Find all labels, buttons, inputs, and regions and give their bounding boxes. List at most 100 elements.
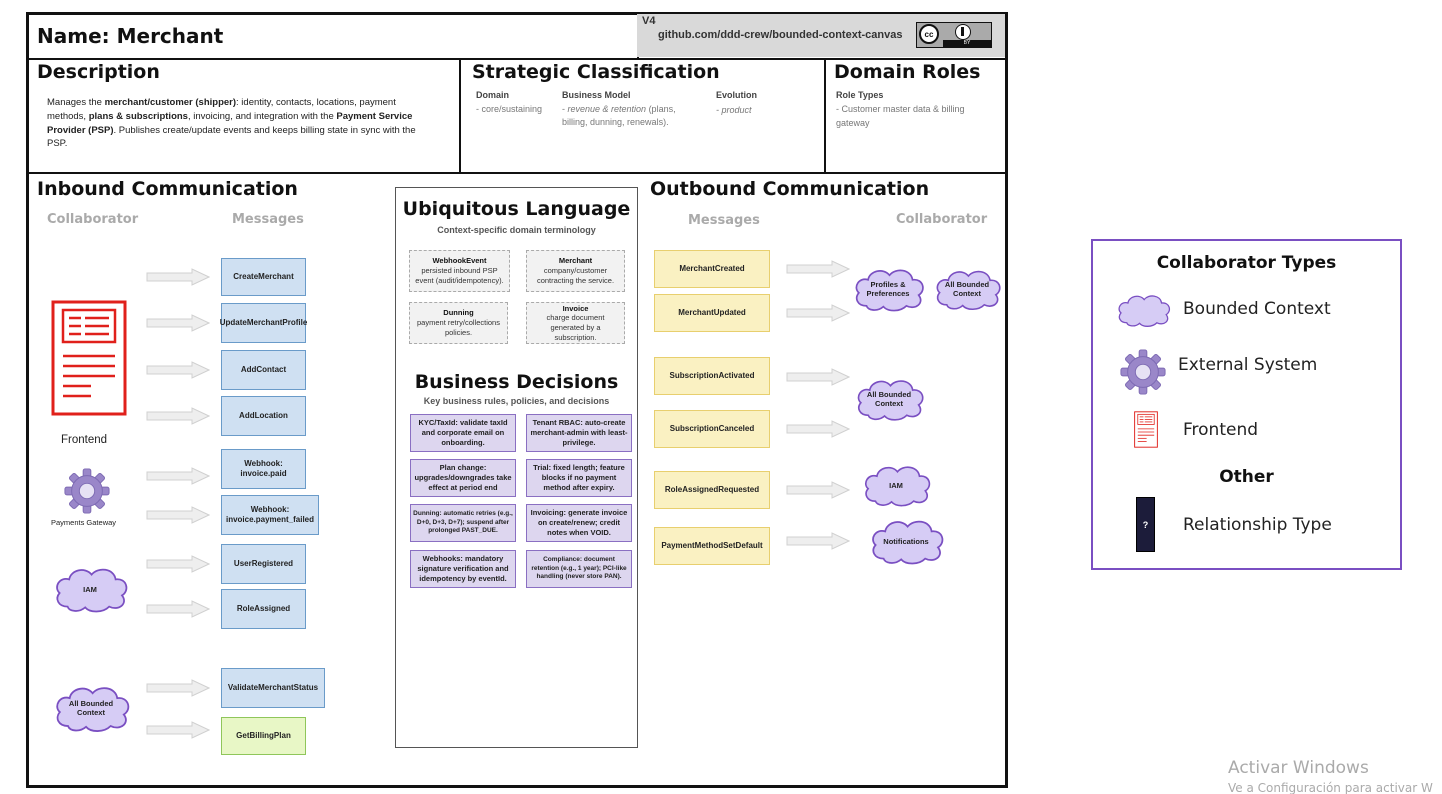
domain-label: Domain [476,90,510,100]
by-person-glyph [961,27,964,36]
legend-relationship-type-icon: ? [1136,497,1155,552]
outbound-arrow [786,481,850,499]
frontend-label: Frontend [61,434,108,446]
business-decisions-title: Business Decisions [414,371,619,393]
legend-frontend-label: Frontend [1183,420,1259,440]
payments-gateway-label: Payments Gateway [51,518,117,527]
repo-link[interactable]: github.com/ddd-crew/bounded-context-canv… [658,29,903,41]
business-decision-card: KYC/TaxId: validate taxId and corporate … [410,414,516,452]
outbound-message-role-assigned-requested: RoleAssignedRequested [654,471,770,509]
activate-windows-title: Activar Windows [1228,758,1369,778]
description-part-3: , invoicing, and integration with the [187,110,337,122]
inbound-arrow [146,555,210,573]
legend-panel [1091,239,1402,570]
divider-sections [29,172,1005,174]
outbound-arrow [786,368,850,386]
legend-external-system-label: External System [1178,355,1318,375]
inbound-arrow [146,407,210,425]
legend-other-title: Other [1219,467,1274,487]
outbound-message-payment-method-set-default: PaymentMethodSetDefault [654,527,770,565]
cc-by-icon: cc BY [916,22,992,48]
term-name: Dunning [443,308,474,318]
business-decision-card: Compliance: document retention (e.g., 1 … [526,550,632,588]
legend-bounded-context-cloud-icon [1114,290,1172,330]
inbound-arrow [146,467,210,485]
term-card: Invoice charge document generated by a s… [526,302,625,344]
description-text: Manages the merchant/customer (shipper):… [47,96,431,151]
outbound-messages-header: Messages [688,213,760,228]
inbound-collaborator-header: Collaborator [47,212,139,227]
version-label: V4 [642,15,656,27]
inbound-message-add-contact: AddContact [221,350,306,390]
outbound-message-subscription-canceled: SubscriptionCanceled [654,410,770,448]
inbound-message-add-location: AddLocation [221,396,306,436]
legend-frontend-server-icon [1134,411,1158,448]
inbound-arrow [146,600,210,618]
legend-external-system-gear-icon [1119,348,1167,396]
business-decision-card: Dunning: automatic retries (e.g., D+0, D… [410,504,516,542]
iam-inbound-label: IAM [83,584,97,594]
description-part-1: Manages the [47,97,105,108]
outbound-message-subscription-activated: SubscriptionActivated [654,357,770,395]
ubiquitous-language-title: Ubiquitous Language [402,198,631,220]
term-definition: charge document generated by a subscript… [546,313,605,342]
inbound-message-create-merchant: CreateMerchant [221,258,306,296]
all-bc-outbound-2-label: All Bounded Context [866,390,912,408]
context-name: Name: Merchant [37,24,224,48]
inbound-title: Inbound Communication [37,178,298,200]
all-bc-inbound-label: All Bounded Context [68,699,114,717]
business-decision-card: Tenant RBAC: auto-create merchant-admin … [526,414,632,452]
business-decision-card: Webhooks: mandatory signature verificati… [410,550,516,588]
iam-outbound-label: IAM [889,480,903,490]
inbound-message-role-assigned: RoleAssigned [221,589,306,629]
by-label: BY [943,40,991,47]
outbound-arrow [786,532,850,550]
inbound-query-get-billing-plan: GetBillingPlan [221,717,306,755]
description-title: Description [37,61,160,83]
term-name: Invoice [562,303,589,313]
business-decisions-subtitle: Key business rules, policies, and decisi… [423,396,610,406]
inbound-message-user-registered: UserRegistered [221,544,306,584]
business-model-rest: (plans, billing, dunning, renewals). [562,104,676,127]
business-model-prefix: - [562,104,568,114]
by-icon [955,24,971,40]
divider-header [29,58,1005,60]
inbound-arrow [146,506,210,524]
outbound-title: Outbound Communication [650,178,930,200]
business-decision-card: Trial: fixed length; feature blocks if n… [526,459,632,497]
all-bc-outbound-label: All Bounded Context [944,280,990,298]
business-decision-card: Plan change: upgrades/downgrades take ef… [410,459,516,497]
outbound-arrow [786,260,850,278]
role-types-label: Role Types [836,90,884,100]
divider-desc-strategic [459,59,461,173]
description-part-2: : identity, contacts, locations, payment… [47,97,396,122]
description-bold-1: merchant/customer (shipper) [104,97,237,108]
term-card: Merchant company/customer contracting th… [526,250,625,292]
ubiquitous-language-subtitle: Context-specific domain terminology [437,225,596,235]
inbound-message-update-merchant-profile: UpdateMerchantProfile [220,303,307,343]
payments-gateway-gear-icon [63,467,111,515]
business-model-label: Business Model [562,90,631,100]
inbound-arrow [146,268,210,286]
term-name: Merchant [558,256,593,266]
cc-icon: cc [919,24,939,44]
evolution-label: Evolution [716,90,757,100]
term-definition: persisted inbound PSP event (audit/idemp… [415,266,504,285]
outbound-message-merchant-created: MerchantCreated [654,250,770,288]
description-bold-3: Payment Service Provider (PSP) [47,110,413,136]
outbound-message-merchant-updated: MerchantUpdated [654,294,770,332]
business-model-value: - revenue & retention (plans, billing, d… [562,103,702,128]
inbound-arrow [146,721,210,739]
strategic-title: Strategic Classification [472,61,720,83]
evolution-value: - product [716,105,752,115]
frontend-server-icon [51,300,127,416]
center-panel [395,187,638,748]
inbound-message-webhook-payment-failed: Webhook: invoice.payment_failed [221,495,319,535]
business-decision-card: Invoicing: generate invoice on create/re… [526,504,632,542]
inbound-arrow [146,679,210,697]
activate-windows-subtitle: Ve a Configuración para activar W [1228,781,1433,794]
legend-relationship-type-label: Relationship Type [1183,515,1332,535]
legend-title: Collaborator Types [1156,253,1337,273]
inbound-arrow [146,361,210,379]
inbound-message-validate-merchant-status: ValidateMerchantStatus [221,668,325,708]
